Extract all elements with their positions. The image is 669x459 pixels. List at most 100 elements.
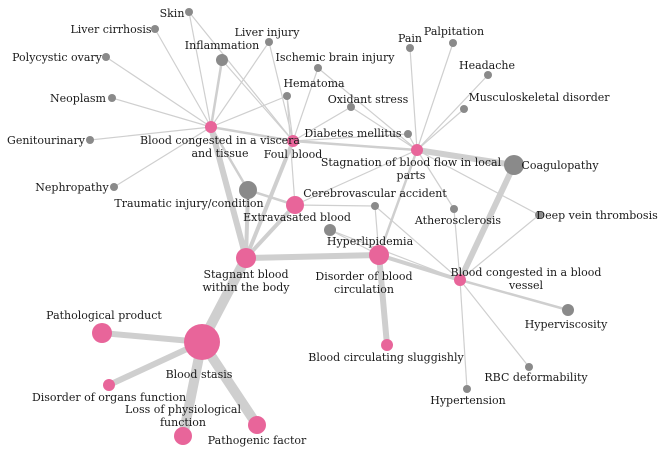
node-disorder-circulation <box>369 245 389 265</box>
edge-stagnant_blood-disorder_circulation <box>243 252 382 261</box>
node-palpitation <box>449 39 457 47</box>
label-inflammation: Inflammation <box>185 39 259 52</box>
label-line: Cerebrovascular accident <box>303 187 447 200</box>
edge-foul_blood-oxidant_stress <box>292 106 352 142</box>
label-hematoma: Hematoma <box>283 77 345 90</box>
edge-congested_viscera-traumatic_injury <box>209 125 250 192</box>
edge-congested_viscera-neoplasm <box>111 97 212 128</box>
label-coagulopathy: Coagulopathy <box>521 159 599 172</box>
label-line: Loss of physiological <box>125 403 241 416</box>
node-rbc-deformability <box>525 363 533 371</box>
label-line: Palpitation <box>424 25 484 38</box>
node-cerebrovascular <box>371 202 379 210</box>
edge-stagnation_local-oxidant_stress <box>350 106 418 151</box>
label-line: Nephropathy <box>35 181 109 194</box>
label-line: Atherosclerosis <box>414 214 502 227</box>
label-line: parts <box>397 169 426 182</box>
node-inflammation <box>216 54 228 66</box>
edge-congested_viscera-inflammation <box>209 58 224 129</box>
edge-stagnant_blood-extravasated_blood <box>244 203 297 260</box>
edge-stagnation_local-foul_blood <box>291 139 419 152</box>
label-musculoskeletal: Musculoskeletal disorder <box>468 91 610 104</box>
node-congested-viscera <box>205 121 217 133</box>
label-line: Extravasated blood <box>243 211 351 224</box>
label-pathogenic-factor: Pathogenic factor <box>208 434 307 447</box>
label-line: Blood congested in a blood <box>451 266 602 279</box>
node-stagnation-local <box>411 144 423 156</box>
edge-congested_viscera-polycystic_ovary <box>105 56 212 128</box>
edge-congested_viscera-genitourinary <box>89 126 212 141</box>
label-line: Stagnation of blood flow in local <box>321 156 502 169</box>
node-headache <box>484 71 492 79</box>
label-extravasated-blood: Extravasated blood <box>243 211 351 224</box>
label-line: Pain <box>398 32 422 45</box>
label-line: Disorder of organs function <box>32 391 186 404</box>
label-line: Pathogenic factor <box>208 434 307 447</box>
label-nephropathy: Nephropathy <box>35 181 109 194</box>
edge-congested_vessel-coagulopathy <box>457 162 517 283</box>
edge-congested_viscera-hematoma <box>210 95 288 128</box>
label-genitourinary: Genitourinary <box>7 134 86 147</box>
node-congested-vessel <box>454 274 466 286</box>
label-line: Deep vein thrombosis <box>536 209 658 222</box>
label-line: Disorder of blood <box>315 270 412 283</box>
label-traumatic-injury: Traumatic injury/condition <box>114 197 263 210</box>
label-liver-cirrhosis: Liver cirrhosis <box>70 23 151 36</box>
edge-stagnation_local-deep_vein <box>416 149 540 216</box>
edge-congested_viscera-foul_blood <box>209 125 295 143</box>
edge-stagnation_local-palpitation <box>416 42 454 151</box>
edge-stagnation_local-musculoskeletal <box>416 108 465 151</box>
node-musculoskeletal <box>460 105 468 113</box>
node-oxidant-stress <box>347 103 355 111</box>
label-line: Headache <box>459 59 515 72</box>
edge-disorder_circulation-stagnation_local <box>377 148 419 257</box>
edge-stagnation_local-pain <box>409 47 418 151</box>
label-line: Pathological product <box>46 309 162 322</box>
label-neoplasm: Neoplasm <box>50 92 107 105</box>
label-line: Liver cirrhosis <box>70 23 151 36</box>
nodes-layer <box>86 8 574 445</box>
edge-stagnation_local-coagulopathy <box>414 147 517 168</box>
edge-stagnation_local-atherosclerosis <box>416 149 455 210</box>
edge-stagnant_blood-congested_viscera <box>208 124 249 261</box>
node-skin <box>185 8 193 16</box>
label-atherosclerosis: Atherosclerosis <box>414 214 502 227</box>
label-oxidant-stress: Oxidant stress <box>328 93 409 106</box>
label-line: Blood circulating sluggishly <box>308 351 464 364</box>
label-circulating-sluggishly: Blood circulating sluggishly <box>308 351 464 364</box>
node-disorder-organs <box>103 379 115 391</box>
node-neoplasm <box>108 94 116 102</box>
label-line: Coagulopathy <box>521 159 599 172</box>
edge-congested_viscera-nephropathy <box>113 126 212 188</box>
node-coagulopathy <box>504 155 524 175</box>
edge-stagnation_local-ischemic_brain <box>317 67 418 151</box>
node-pathological-product <box>92 323 112 343</box>
edge-congested_vessel-atherosclerosis <box>453 208 461 281</box>
node-loss-physiological <box>174 427 192 445</box>
node-diabetes-mellitus <box>404 130 412 138</box>
label-line: Skin <box>160 7 185 20</box>
label-pathological-product: Pathological product <box>46 309 162 322</box>
node-extravasated-blood <box>286 196 304 214</box>
edge-foul_blood-diabetes_mellitus <box>292 133 409 142</box>
edges-layer <box>89 11 570 441</box>
label-hyperlipidemia: Hyperlipidemia <box>327 235 414 248</box>
label-line: within the body <box>203 281 291 294</box>
edge-congested_vessel-cerebrovascular <box>374 205 461 281</box>
node-nephropathy <box>110 183 118 191</box>
label-skin: Skin <box>160 7 185 20</box>
edge-extravasated_blood-cerebrovascular <box>294 204 376 207</box>
node-genitourinary <box>86 136 94 144</box>
label-line: Hyperviscosity <box>525 318 608 331</box>
label-headache: Headache <box>459 59 515 72</box>
label-blood-stasis: Blood stasis <box>166 368 233 381</box>
label-deep-vein: Deep vein thrombosis <box>536 209 658 222</box>
edge-congested_viscera-liver_cirrhosis <box>154 28 212 128</box>
edge-stagnation_local-headache <box>416 74 489 151</box>
